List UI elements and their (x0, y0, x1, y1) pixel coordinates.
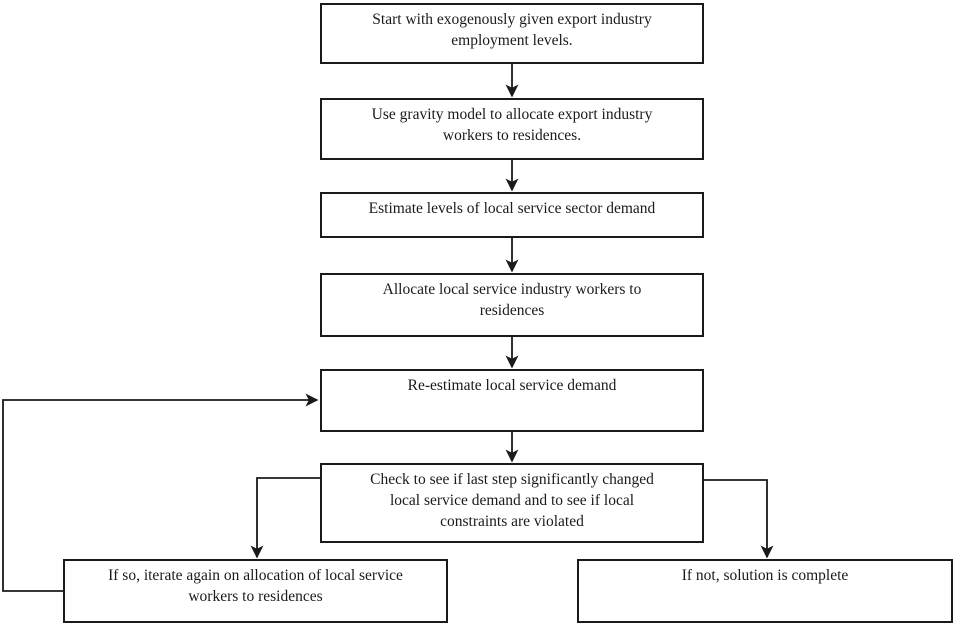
node-iterate-again: If so, iterate again on allocation of lo… (63, 559, 448, 623)
node-solution-complete-label: If not, solution is complete (681, 567, 849, 584)
node-estimate-demand-label: Estimate levels of local service sector … (368, 200, 656, 217)
node-check-convergence-label: Check to see if last step significantly … (370, 471, 654, 530)
node-gravity-model: Use gravity model to allocate export ind… (320, 98, 704, 160)
arrow-check-to-complete (704, 479, 774, 559)
node-allocate-workers-label: Allocate local service industry workers … (382, 281, 642, 319)
node-reestimate-demand-label: Re-estimate local service demand (407, 377, 617, 394)
node-check-convergence: Check to see if last step significantly … (320, 463, 704, 543)
node-iterate-again-label: If so, iterate again on allocation of lo… (108, 567, 403, 605)
arrow-check-to-iterate (250, 477, 320, 559)
node-reestimate-demand: Re-estimate local service demand (320, 369, 704, 432)
arrow-iterate-feedback-to-reestimate (2, 393, 319, 592)
node-allocate-workers: Allocate local service industry workers … (320, 273, 704, 337)
node-start: Start with exogenously given export indu… (320, 3, 704, 64)
node-solution-complete: If not, solution is complete (577, 559, 953, 623)
node-gravity-model-label: Use gravity model to allocate export ind… (371, 106, 653, 144)
node-estimate-demand: Estimate levels of local service sector … (320, 192, 704, 238)
node-start-label: Start with exogenously given export indu… (372, 11, 652, 49)
